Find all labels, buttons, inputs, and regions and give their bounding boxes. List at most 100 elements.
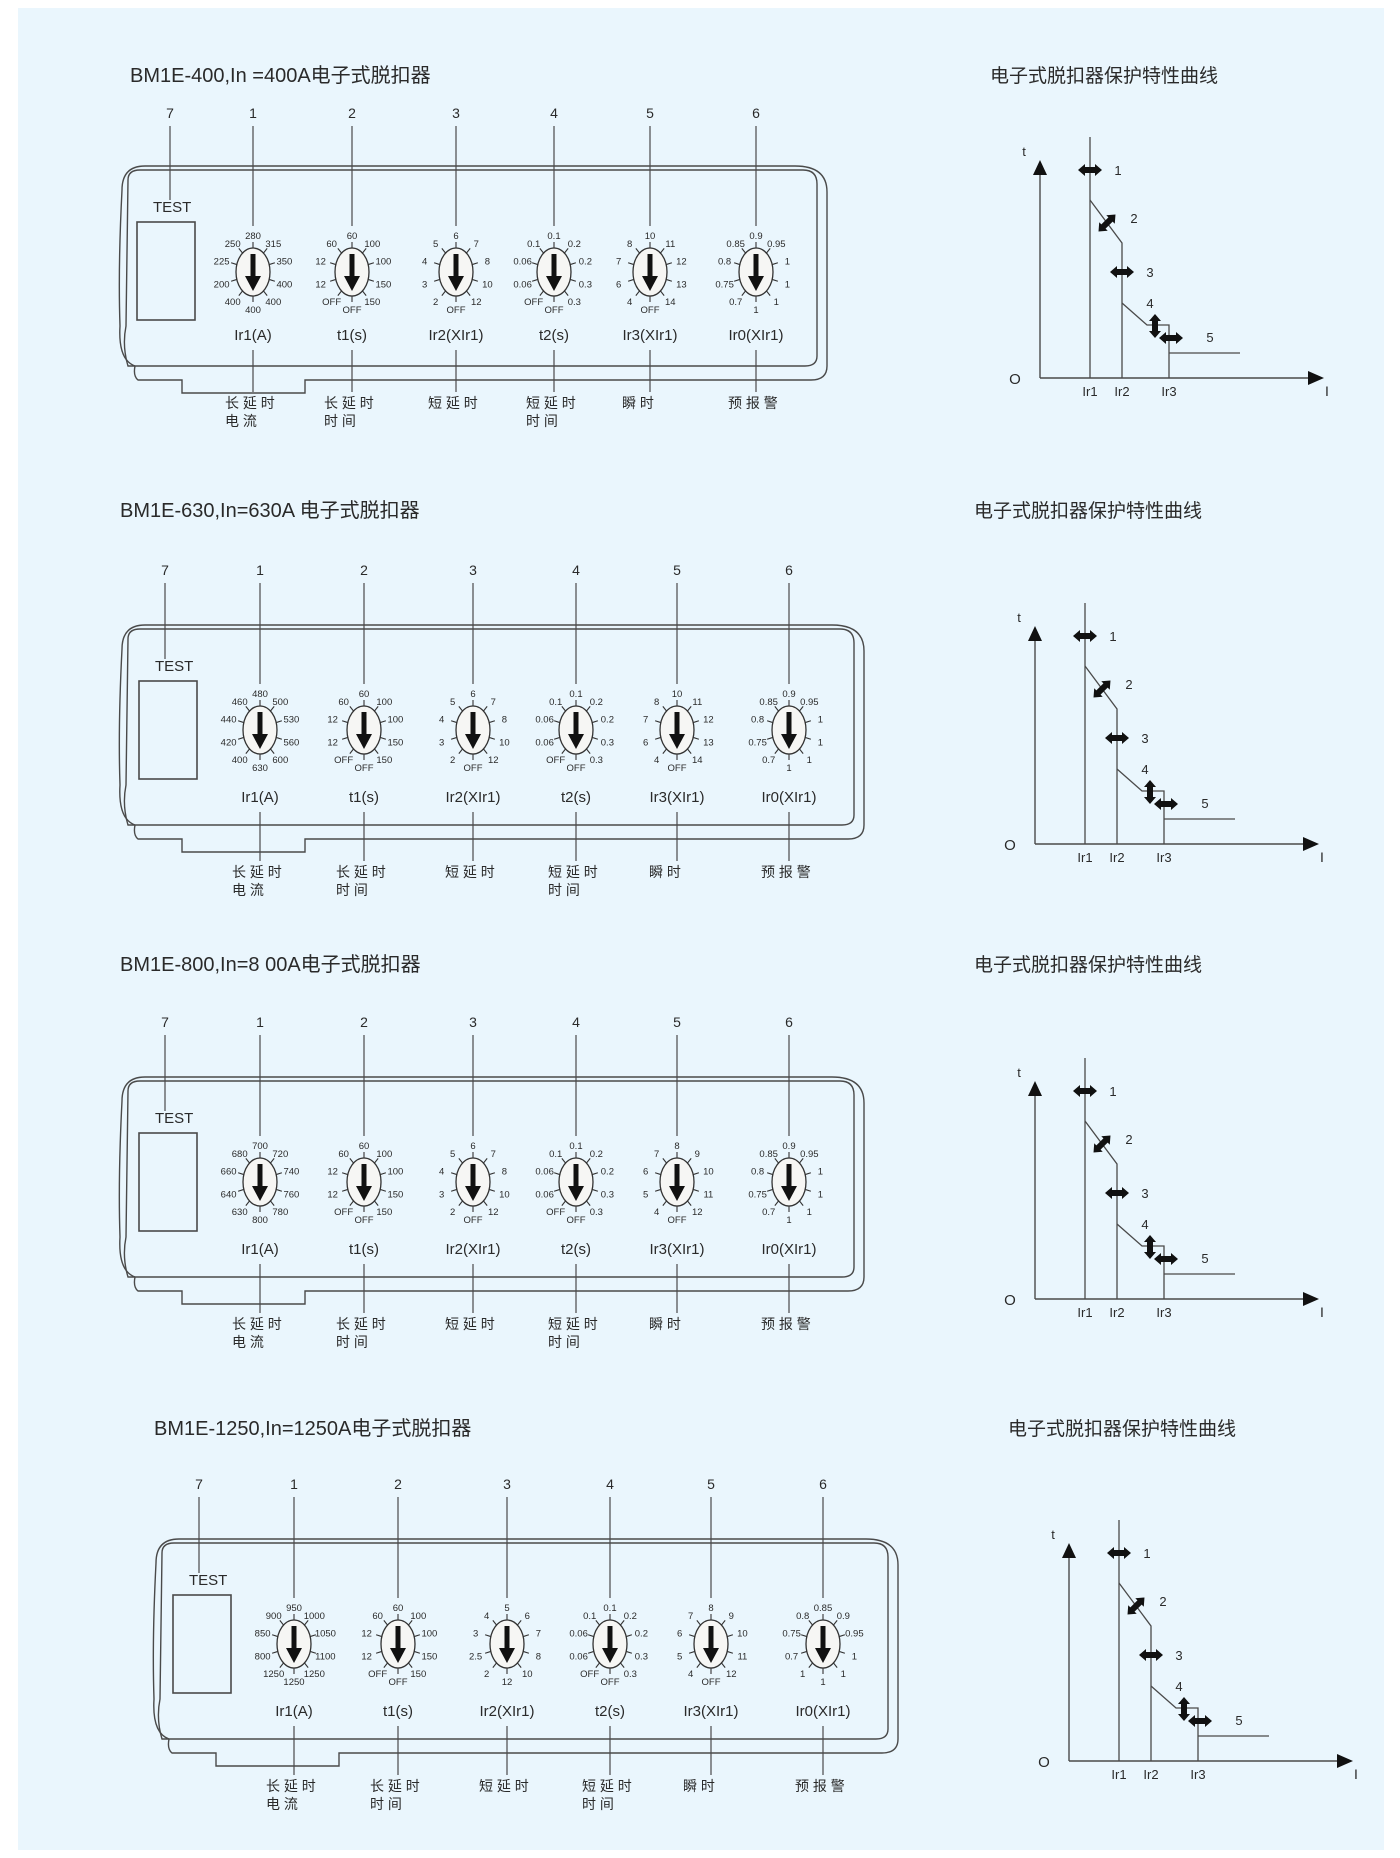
dial-tick — [625, 1650, 633, 1654]
dial-tick — [374, 706, 379, 712]
dial-tick — [450, 1188, 458, 1192]
dial-scale-label: 660 — [221, 1167, 237, 1178]
dial-scale-label: 0.1 — [569, 1141, 582, 1152]
dial-scale-label: 12 — [315, 257, 326, 268]
dial-scale-label: 315 — [265, 239, 281, 250]
dial-scale-label: 12 — [361, 1651, 372, 1662]
ir2-label: Ir2 — [1109, 1305, 1124, 1320]
dial-scale-label: 60 — [338, 697, 349, 708]
dial-scale-label: 0.1 — [527, 239, 540, 250]
setting-description: 长 延 时 — [336, 1316, 386, 1332]
dial-scale-label: 1 — [818, 715, 823, 726]
adjust-arrow-icon — [1098, 214, 1116, 232]
ir1-label: Ir1 — [1082, 384, 1097, 399]
dial-scale-label: 0.95 — [845, 1629, 864, 1640]
dial-scale-label: OFF — [546, 755, 565, 766]
callout-number: 5 — [646, 105, 654, 121]
dial-scale-label: 0.8 — [718, 257, 731, 268]
callout-number: 7 — [166, 105, 174, 121]
dial-tick — [230, 262, 238, 266]
curve-title: 电子式脱扣器保护特性曲线 — [1008, 1418, 1236, 1440]
dial-tick — [587, 1650, 595, 1654]
dial-tick — [375, 1650, 383, 1654]
dial-tick — [620, 1662, 625, 1668]
dial-scale-label: 11 — [692, 697, 702, 708]
panel-outer-outline — [118, 1076, 865, 1305]
dial-scale-label: 100 — [375, 257, 391, 268]
test-button — [138, 1132, 198, 1232]
dial-tick — [341, 1172, 349, 1176]
setting-description: 短 延 时 — [548, 864, 598, 880]
dial-tick — [237, 736, 245, 740]
dial-scale-label: 0.85 — [759, 1149, 778, 1160]
dial-tick — [586, 1158, 591, 1164]
dial-scale-label: 1250 — [304, 1669, 325, 1680]
dial-tick — [275, 720, 283, 724]
curve-mark-label: 3 — [1141, 1186, 1148, 1201]
dial-scale-label: 0.3 — [624, 1669, 637, 1680]
callout-number: 3 — [503, 1476, 511, 1492]
dial-scale-label: 1 — [786, 1215, 791, 1226]
dial-scale-label: 6 — [470, 1141, 475, 1152]
dial-tick — [304, 1662, 309, 1668]
dial-caption: t1(s) — [337, 327, 367, 344]
dial-scale-label: 0.06 — [535, 1189, 554, 1200]
dial-tick — [799, 1158, 804, 1164]
callout-number: 7 — [161, 562, 169, 578]
dial-scale-label: 0.3 — [579, 279, 592, 290]
dial-scale-label: OFF — [668, 763, 687, 774]
dial-scale-label: 14 — [692, 755, 703, 766]
dial-tick — [337, 290, 342, 296]
dial-scale-label: OFF — [368, 1669, 387, 1680]
test-label: TEST — [153, 199, 191, 216]
dial-tick — [245, 748, 250, 754]
callout-number: 4 — [606, 1476, 614, 1492]
dial-tick — [771, 278, 779, 282]
dial-scale-label: OFF — [524, 297, 543, 308]
setting-description: 短 延 时 — [582, 1778, 632, 1794]
callout-number: 4 — [572, 562, 580, 578]
adjust-arrow-icon — [1178, 1697, 1190, 1721]
dial-scale-label: 0.06 — [513, 257, 532, 268]
panel-inner-outline — [123, 628, 855, 826]
dial-tick — [270, 1158, 275, 1164]
dial-tick — [665, 262, 673, 266]
dial-scale-label: 8 — [708, 1603, 713, 1614]
dial-tick — [383, 1662, 388, 1668]
test-button — [138, 680, 198, 780]
dial-scale-label: 1 — [818, 1189, 823, 1200]
curve-mark-label: 1 — [1109, 629, 1116, 644]
setting-description: 电 流 — [266, 1796, 298, 1812]
dial-scale-label: 440 — [221, 715, 237, 726]
dial-scale-label: 4 — [484, 1611, 489, 1622]
dial-scale-label: 5 — [677, 1651, 682, 1662]
setting-description: 预 报 警 — [728, 395, 778, 411]
dial-scale-label: 950 — [286, 1603, 302, 1614]
dial-scale-label: 10 — [737, 1629, 748, 1640]
curve-mark-label: 2 — [1159, 1594, 1166, 1609]
axis-arrow-icon — [1303, 837, 1319, 851]
dial-tick — [471, 278, 479, 282]
panel-inner-outline — [157, 1542, 889, 1740]
callout-number: 5 — [707, 1476, 715, 1492]
dial-caption: t2(s) — [561, 789, 591, 806]
curve-mark-label: 4 — [1141, 1217, 1148, 1232]
arrow-down-icon — [669, 1164, 685, 1201]
dial-tick — [271, 1650, 279, 1654]
dial-tick — [696, 1662, 701, 1668]
dial-scale-label: 400 — [245, 305, 261, 316]
dial-caption: Ir0(XIr1) — [795, 1703, 850, 1720]
axis-arrow-icon — [1033, 160, 1047, 175]
dial-scale-label: 9 — [729, 1611, 734, 1622]
setting-description: 短 延 时 — [445, 1316, 495, 1332]
dial-scale-label: 150 — [376, 1207, 392, 1218]
dial-scale-label: 1 — [774, 297, 779, 308]
dial-tick — [275, 1188, 283, 1192]
dial-scale-label: 0.8 — [751, 1167, 764, 1178]
adjust-arrow-icon — [1078, 164, 1102, 176]
dial-scale-label: 10 — [703, 1167, 714, 1178]
